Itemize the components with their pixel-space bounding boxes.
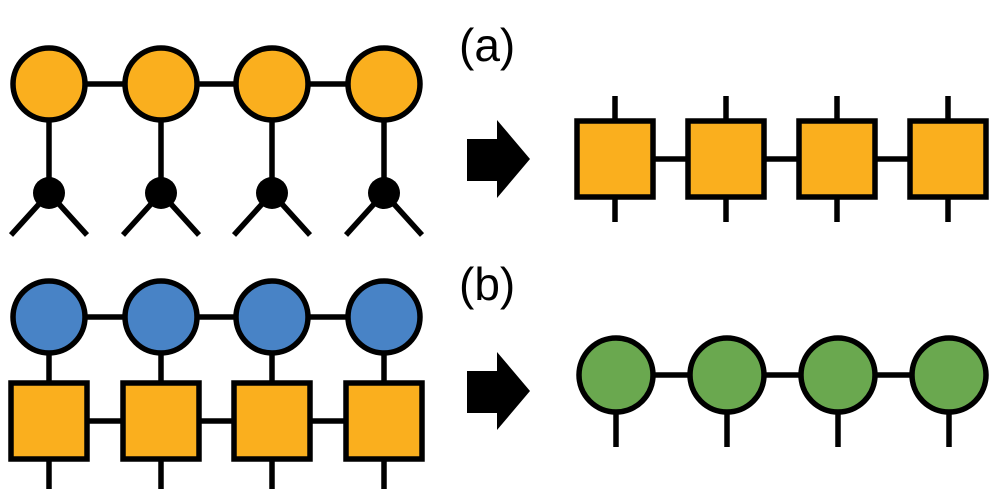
panel-a-input-network bbox=[8, 45, 425, 237]
tensor-circle-node bbox=[122, 278, 200, 356]
panel-a-arrow bbox=[467, 120, 530, 198]
tensor-circle-node bbox=[909, 335, 989, 415]
copy-tensor-dot bbox=[368, 177, 400, 209]
copy-tensor-dot bbox=[256, 177, 288, 209]
tensor-square-node bbox=[231, 380, 313, 462]
panel-b-input-network bbox=[8, 278, 425, 489]
tensor-square-node bbox=[120, 380, 202, 462]
tensor-square-node bbox=[685, 118, 767, 200]
tensor-circle-node bbox=[122, 45, 200, 123]
tensor-circle-node bbox=[798, 335, 878, 415]
tensor-square-node bbox=[907, 118, 989, 200]
panel-a-label: (a) bbox=[459, 19, 516, 71]
right-arrow-icon bbox=[467, 120, 530, 198]
tensor-circle-node bbox=[10, 278, 88, 356]
panel-b-arrow bbox=[467, 352, 530, 430]
tensor-circle-node bbox=[687, 335, 767, 415]
tensor-circle-node bbox=[10, 45, 88, 123]
tensor-square-node bbox=[574, 118, 656, 200]
tensor-square-node bbox=[343, 380, 425, 462]
panel-b-label: (b) bbox=[459, 258, 516, 310]
tensor-circle-node bbox=[576, 335, 656, 415]
tensor-circle-node bbox=[345, 45, 423, 123]
panel-b-output-network bbox=[576, 335, 989, 447]
tensor-circle-node bbox=[233, 45, 311, 123]
tensor-square-node bbox=[8, 380, 90, 462]
copy-tensor-dot bbox=[145, 177, 177, 209]
panel-a-output-network bbox=[574, 96, 989, 222]
tensor-circle-node bbox=[345, 278, 423, 356]
copy-tensor-dot bbox=[33, 177, 65, 209]
right-arrow-icon bbox=[467, 352, 530, 430]
tensor-circle-node bbox=[233, 278, 311, 356]
tensor-square-node bbox=[796, 118, 878, 200]
